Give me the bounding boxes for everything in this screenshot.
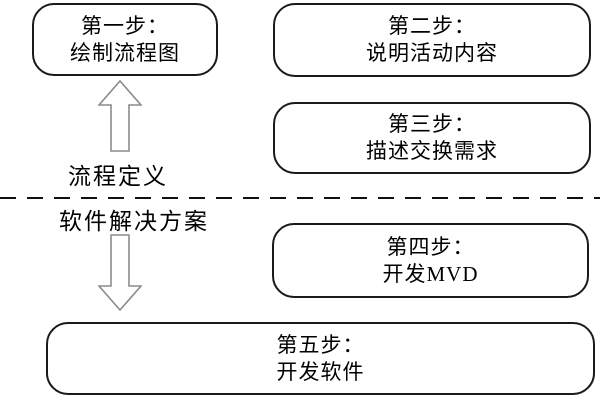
step5-description: 开发软件: [276, 359, 365, 384]
software-solution-label: 软件解决方案: [59, 209, 209, 234]
process-definition-label: 流程定义: [68, 164, 168, 189]
step3-description: 描述交换需求: [366, 139, 498, 163]
step3-box: 第三步： 描述交换需求: [273, 102, 591, 174]
step3-title: 第三步：: [388, 112, 476, 136]
step4-title: 第四步：: [386, 234, 475, 259]
step1-description: 绘制流程图: [70, 40, 180, 65]
step2-title: 第二步：: [388, 14, 476, 38]
step1-box: 第一步： 绘制流程图: [32, 3, 218, 76]
arrow-up-icon: [98, 80, 142, 152]
step2-description: 说明活动内容: [366, 41, 498, 65]
step4-box: 第四步： 开发MVD: [272, 223, 589, 298]
step2-box: 第二步： 说明活动内容: [273, 3, 591, 77]
arrow-down-icon: [98, 234, 142, 311]
step1-title: 第一步：: [81, 13, 169, 38]
section-divider: [0, 197, 600, 199]
step4-description: 开发MVD: [382, 261, 479, 286]
step5-title: 第五步：: [276, 332, 365, 357]
step5-box: 第五步： 开发软件: [46, 322, 595, 395]
